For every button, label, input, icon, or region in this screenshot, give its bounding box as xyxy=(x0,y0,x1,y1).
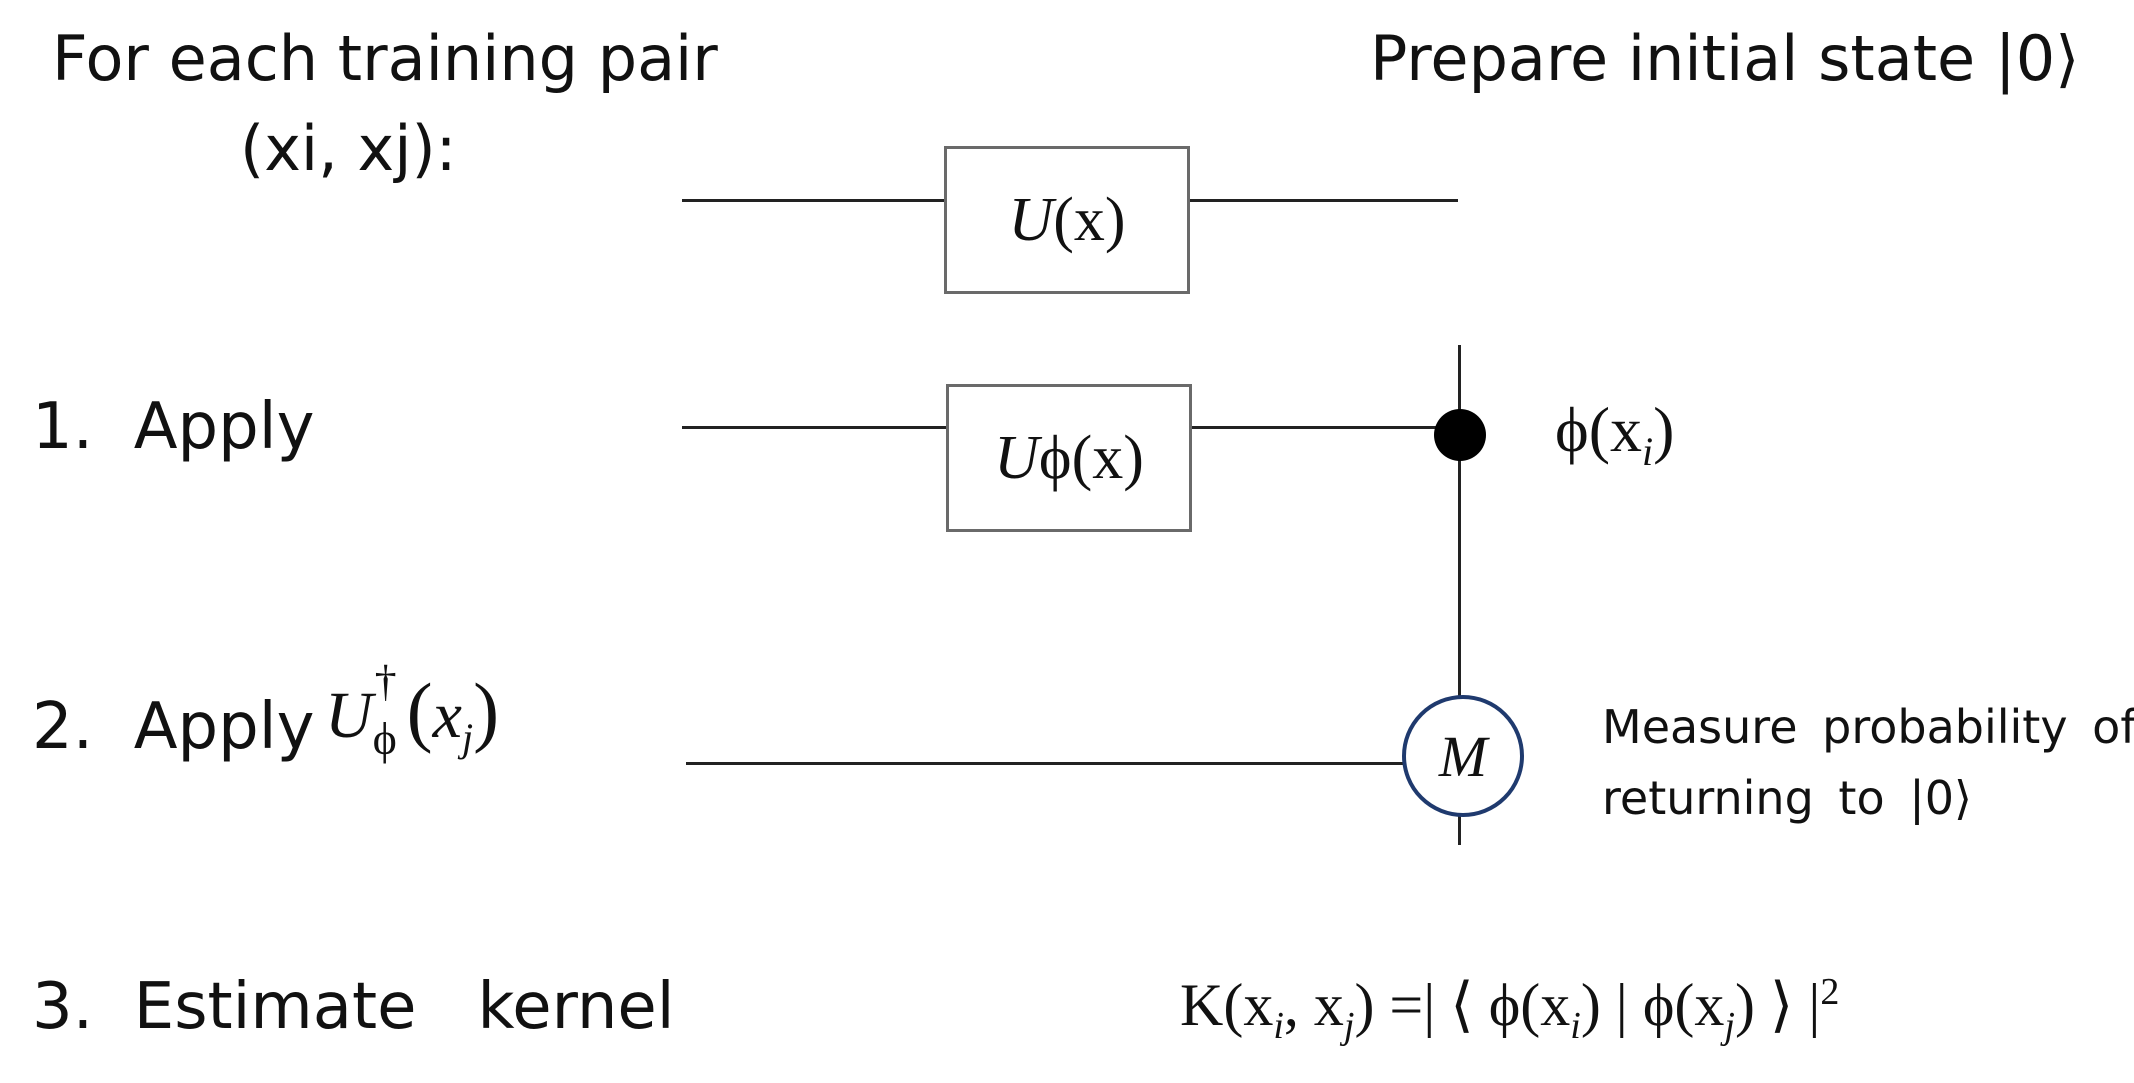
step-2-number: 2. xyxy=(32,690,94,764)
kernel-K: K xyxy=(1180,972,1224,1038)
step-3: 3. Estimate kernel xyxy=(32,975,675,1039)
kernel-sub-i: i xyxy=(1273,1005,1284,1047)
step-2-var: x xyxy=(432,679,462,752)
phi-xi-label: ϕ(xi) xyxy=(1555,398,1674,472)
wire-top-left xyxy=(682,199,946,202)
wire-bottom xyxy=(686,762,1408,765)
kernel-close-eq: ) =| ⟨ ϕ(x xyxy=(1354,972,1571,1038)
phi-symbol: ϕ xyxy=(1555,394,1589,465)
phi-close: ) xyxy=(1653,394,1675,465)
kernel-sub-i2: i xyxy=(1570,1005,1581,1047)
wire-top-right xyxy=(1188,199,1458,202)
phi-subscript: ϕ xyxy=(372,713,397,764)
header-right: Prepare initial state |0⟩ xyxy=(1370,22,2080,95)
kernel-sub-j: j xyxy=(1343,1005,1355,1047)
step-3-label: Estimate kernel xyxy=(133,970,675,1044)
control-wire xyxy=(1458,345,1461,845)
step-1-number: 1. xyxy=(32,390,94,464)
control-dot xyxy=(1434,409,1486,461)
step-2: 2. Apply xyxy=(32,695,314,759)
header-left-line2: (xi, xj): xyxy=(240,112,457,185)
gate-uphi-arg: (x) xyxy=(1071,424,1144,492)
step-3-number: 3. xyxy=(32,970,94,1044)
gate-uphi-phi: ϕ xyxy=(1038,424,1072,492)
measure-description: Measure probability of returning to |0⟩ xyxy=(1602,692,2134,835)
kernel-sub-j2: j xyxy=(1724,1005,1735,1047)
step-2-sub-j: j xyxy=(461,715,474,761)
step-2-operator: U† ϕ(xj) xyxy=(325,660,499,762)
step-2-close-paren: ) xyxy=(473,667,500,754)
kernel-end: ) ⟩ | xyxy=(1734,972,1821,1038)
dagger-symbol: † xyxy=(374,657,397,706)
step-2-label: Apply xyxy=(133,690,315,764)
step-1-label: Apply xyxy=(133,390,315,464)
step-2-operator-symbol: U xyxy=(325,679,373,752)
measure-symbol: M xyxy=(1438,723,1488,789)
wire-middle-right xyxy=(1190,426,1460,429)
measure-line-2: returning to |0⟩ xyxy=(1602,771,1972,826)
gate-uphi-symbol: U xyxy=(994,424,1039,492)
measurement-gate: M xyxy=(1402,695,1524,817)
kernel-mid: ) | ϕ(x xyxy=(1580,972,1725,1038)
gate-u-x: U(x) xyxy=(944,146,1190,294)
kernel-power: 2 xyxy=(1820,971,1840,1013)
header-left-line1: For each training pair xyxy=(52,22,718,95)
step-2-open-paren: ( xyxy=(406,667,433,754)
gate-u-symbol: U xyxy=(1008,186,1054,254)
measure-line-1: Measure probability of xyxy=(1602,700,2134,754)
phi-sub-i: i xyxy=(1642,428,1654,474)
kernel-open: (x xyxy=(1223,972,1274,1038)
phi-open: (x xyxy=(1588,394,1642,465)
wire-middle-left xyxy=(682,426,948,429)
kernel-comma: , x xyxy=(1283,972,1344,1038)
kernel-formula: K(xi, xj) =| ⟨ ϕ(xi) | ϕ(xj) ⟩ |2 xyxy=(1180,972,1839,1045)
step-1: 1. Apply xyxy=(32,395,314,459)
gate-u-arg: (x) xyxy=(1053,186,1126,254)
